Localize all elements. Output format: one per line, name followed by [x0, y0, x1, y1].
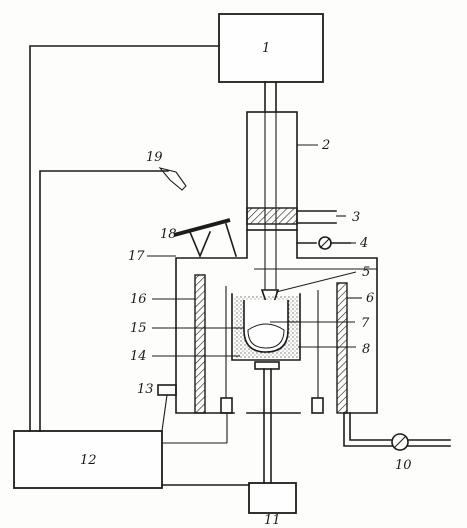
valve-4-slash — [319, 237, 331, 249]
label-17: 17 — [128, 249, 145, 264]
sensor-13 — [157, 384, 177, 396]
valve-10 — [391, 433, 409, 451]
label-2: 2 — [321, 138, 330, 153]
label-1: 1 — [262, 41, 270, 56]
label-15: 15 — [130, 321, 147, 336]
exhaust-pipe-inner — [349, 412, 393, 441]
seal-3 — [246, 207, 298, 225]
unit-11-box — [248, 482, 297, 514]
crucible-7 — [243, 300, 289, 353]
label-16: 16 — [130, 292, 147, 307]
housing-2 — [246, 111, 298, 231]
label-12: 12 — [80, 453, 97, 468]
thermocouple-right — [311, 397, 324, 414]
sensor-13-lead — [161, 394, 168, 432]
unit-1-box — [218, 13, 324, 83]
label-8: 8 — [362, 342, 370, 357]
unit-12-box — [13, 430, 163, 489]
thermocouple-left — [220, 397, 233, 414]
label-4: 4 — [359, 236, 368, 251]
leader-5 — [275, 271, 357, 293]
viewport-18-side — [224, 222, 238, 258]
heater-right — [336, 282, 348, 414]
label-19: 19 — [146, 150, 163, 165]
label-6: 6 — [366, 291, 374, 306]
label-13: 13 — [137, 382, 154, 397]
wire-1-to-12 — [29, 45, 220, 432]
label-18: 18 — [160, 227, 177, 242]
melt-7 — [247, 323, 285, 349]
pyrometer-19 — [158, 167, 187, 191]
viewport-18-glass — [173, 218, 231, 237]
label-14: 14 — [130, 349, 147, 364]
heater-16-left — [194, 274, 206, 414]
viewport-18-tube — [188, 230, 212, 259]
chamber-right-wall — [296, 229, 378, 414]
label-5: 5 — [362, 265, 370, 280]
valve-10-slash — [393, 435, 407, 449]
crucible-holder-outer — [231, 293, 301, 361]
crucible-base — [254, 361, 280, 370]
label-3: 3 — [352, 210, 360, 225]
wire-19-to-12 — [39, 170, 169, 432]
exhaust-pipe — [343, 412, 393, 447]
label-10: 10 — [395, 458, 412, 473]
label-7: 7 — [361, 316, 370, 331]
label-11: 11 — [264, 513, 281, 528]
